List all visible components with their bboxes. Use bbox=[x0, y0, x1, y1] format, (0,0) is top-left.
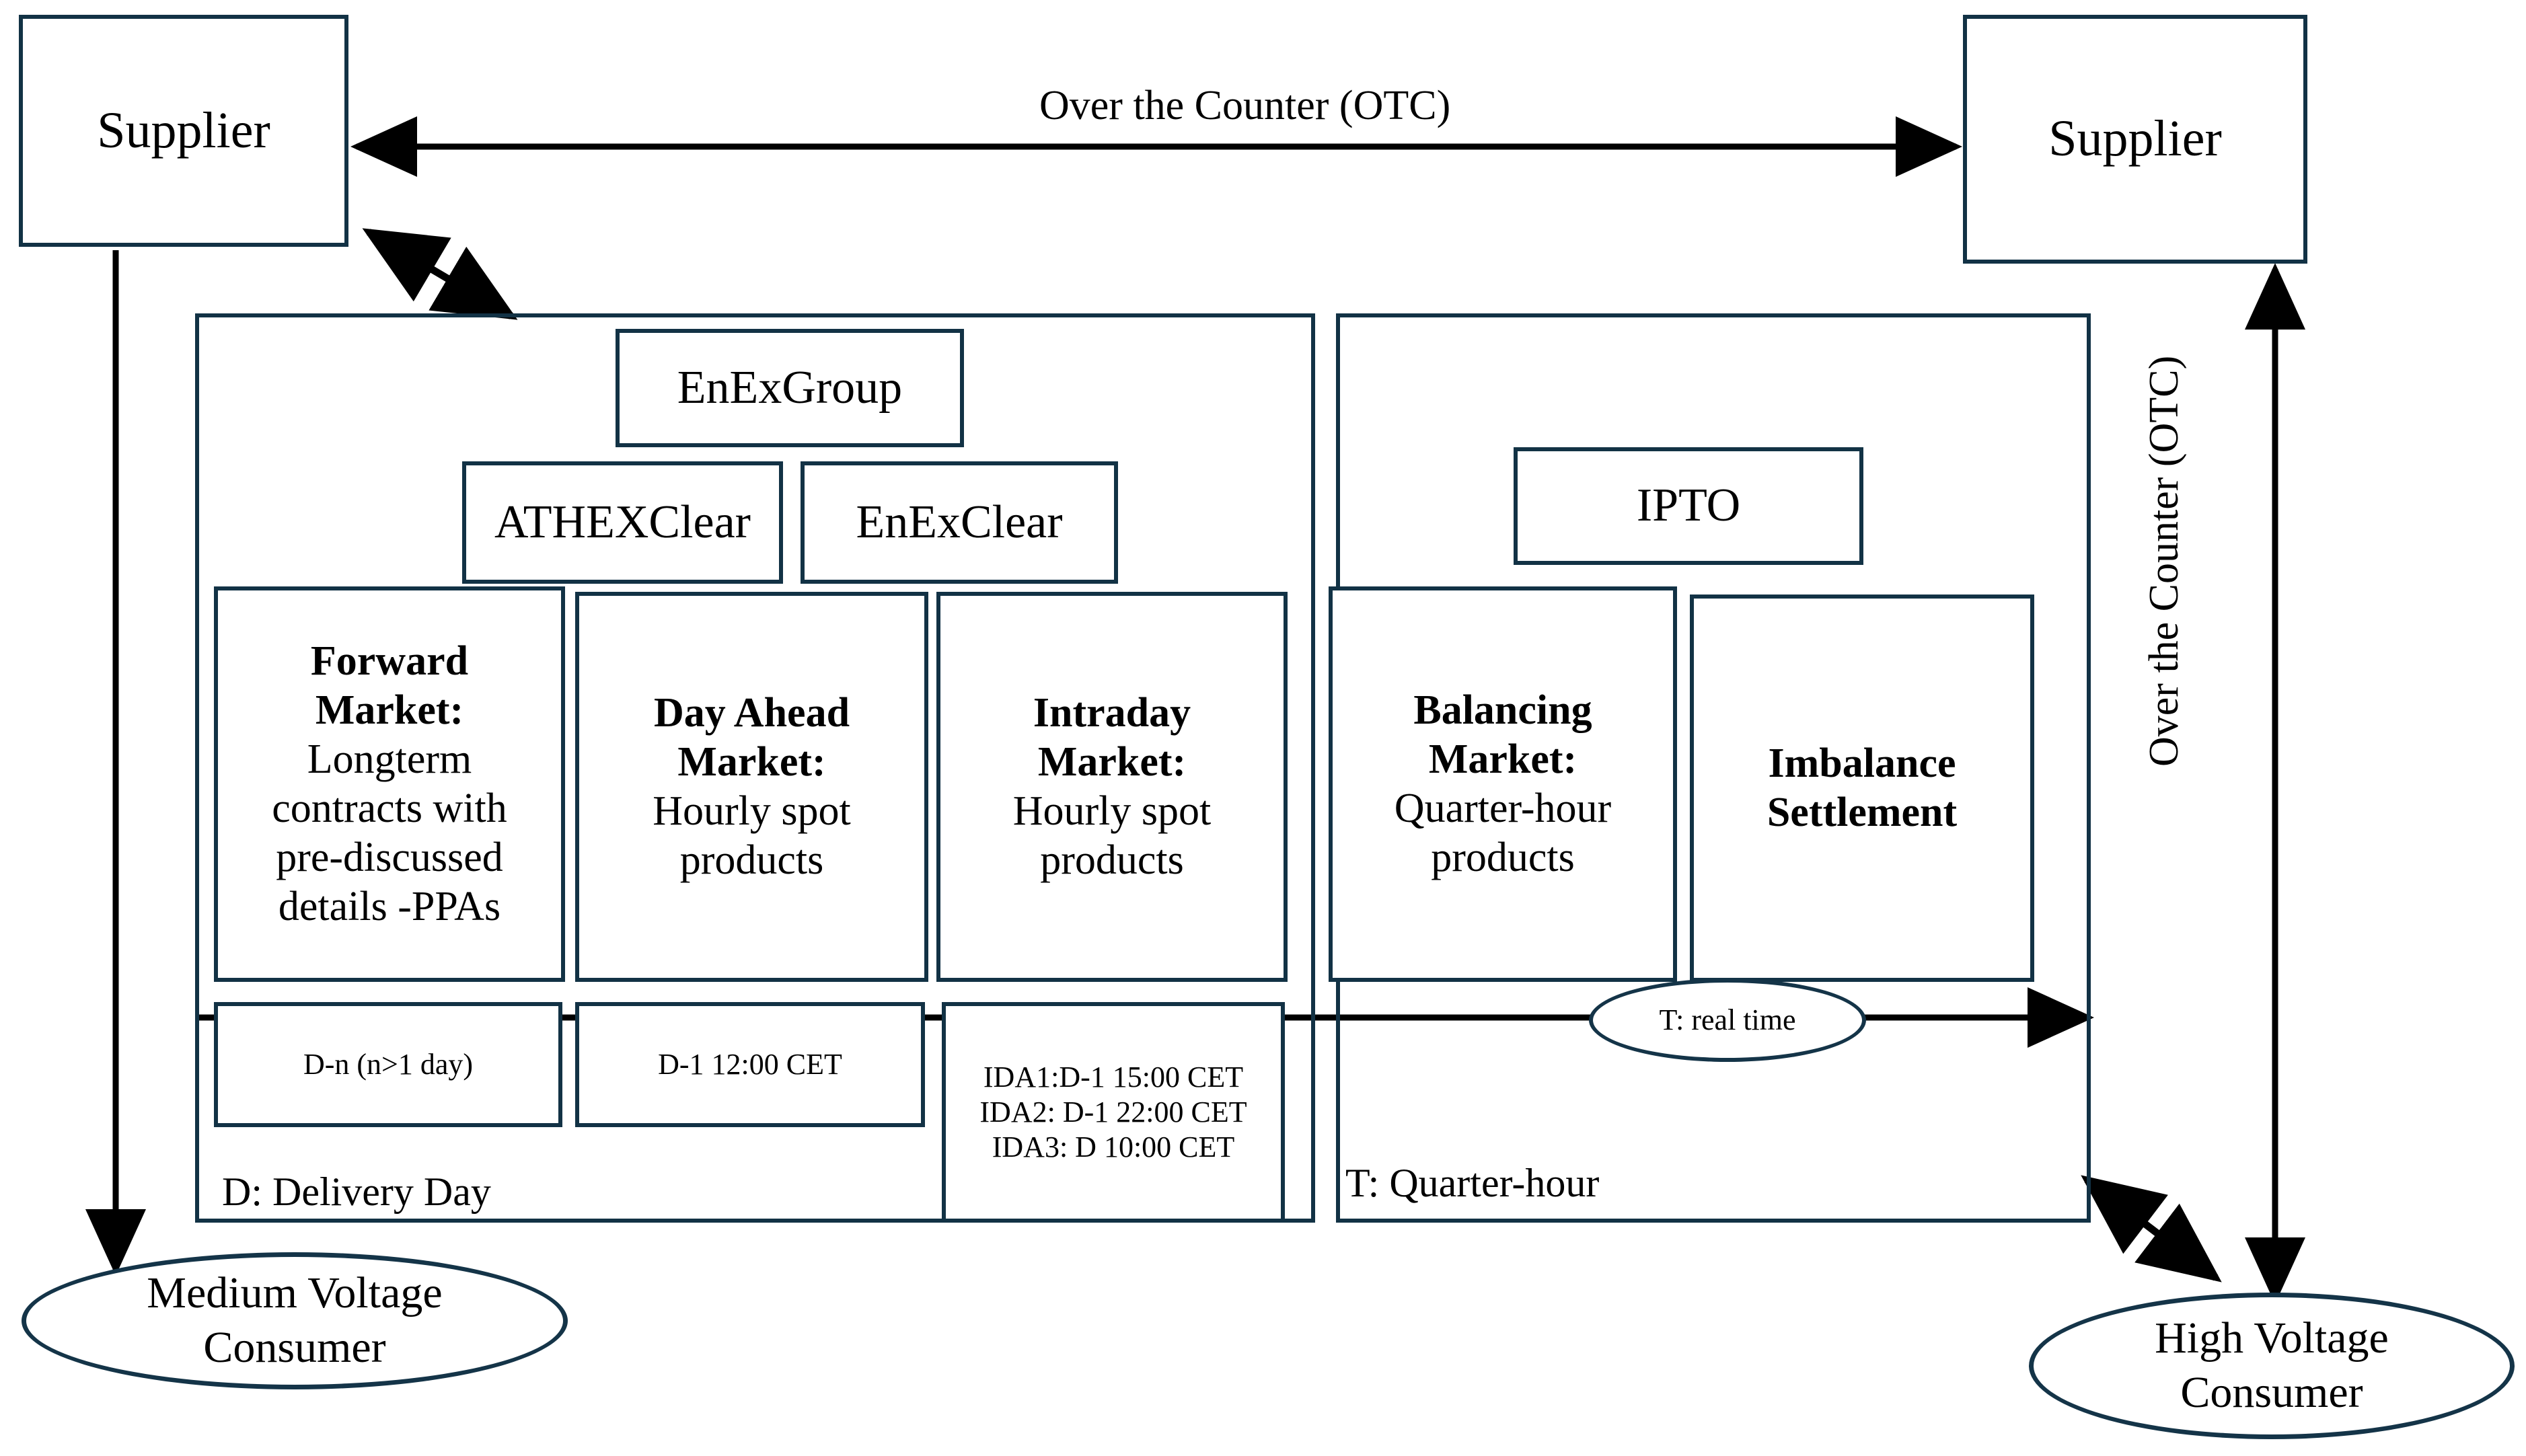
intraday-market-box: Intraday Market: Hourly spot products bbox=[936, 592, 1288, 982]
otc-top-label: Over the Counter (OTC) bbox=[1039, 83, 1451, 128]
forward-market-timing-box: D-n (n>1 day) bbox=[214, 1002, 562, 1127]
day-ahead-market-box: Day Ahead Market: Hourly spot products bbox=[575, 592, 928, 982]
day-ahead-market-body: Hourly spot products bbox=[653, 788, 851, 884]
balancing-market-body: Quarter-hour products bbox=[1394, 786, 1612, 881]
otc-side-label: Over the Counter (OTC) bbox=[2141, 355, 2187, 767]
medium-voltage-consumer: Medium Voltage Consumer bbox=[22, 1252, 568, 1389]
day-ahead-market-title: Day Ahead Market: bbox=[653, 689, 850, 785]
imbalance-settlement-title: Imbalance Settlement bbox=[1767, 740, 1958, 835]
high-voltage-consumer: High Voltage Consumer bbox=[2029, 1293, 2515, 1439]
forward-market-title: Forward Market: bbox=[310, 638, 469, 733]
delivery-day-footnote: D: Delivery Day bbox=[222, 1170, 491, 1214]
forward-market-body: Longterm contracts with pre-discussed de… bbox=[272, 736, 507, 930]
intraday-market-body: Hourly spot products bbox=[1012, 788, 1212, 884]
realtime-bubble: T: real time bbox=[1589, 979, 1866, 1062]
quarter-hour-footnote: T: Quarter-hour bbox=[1345, 1161, 1600, 1205]
athexclear-box: ATHEXClear bbox=[462, 461, 783, 584]
ipto-box: IPTO bbox=[1514, 447, 1863, 565]
balancing-market-box: Balancing Market: Quarter-hour products bbox=[1329, 586, 1677, 982]
supplier-exchange-connector bbox=[362, 228, 518, 320]
balancing-market-title: Balancing Market: bbox=[1413, 687, 1592, 782]
day-ahead-market-timing-box: D-1 12:00 CET bbox=[575, 1002, 925, 1127]
enexgroup-box: EnExGroup bbox=[616, 329, 964, 447]
tso-hv-connector bbox=[2081, 1175, 2222, 1282]
supplier-right-box: Supplier bbox=[1963, 15, 2307, 264]
intraday-market-title: Intraday Market: bbox=[1033, 689, 1191, 785]
imbalance-settlement-box: Imbalance Settlement bbox=[1690, 595, 2034, 982]
forward-market-box: Forward Market: Longterm contracts with … bbox=[214, 586, 565, 982]
intraday-market-timing-box: IDA1:D-1 15:00 CET IDA2: D-1 22:00 CET I… bbox=[942, 1002, 1285, 1223]
supplier-left-box: Supplier bbox=[19, 15, 348, 247]
exchange-panel bbox=[195, 313, 1315, 1223]
enexclear-box: EnExClear bbox=[801, 461, 1118, 584]
